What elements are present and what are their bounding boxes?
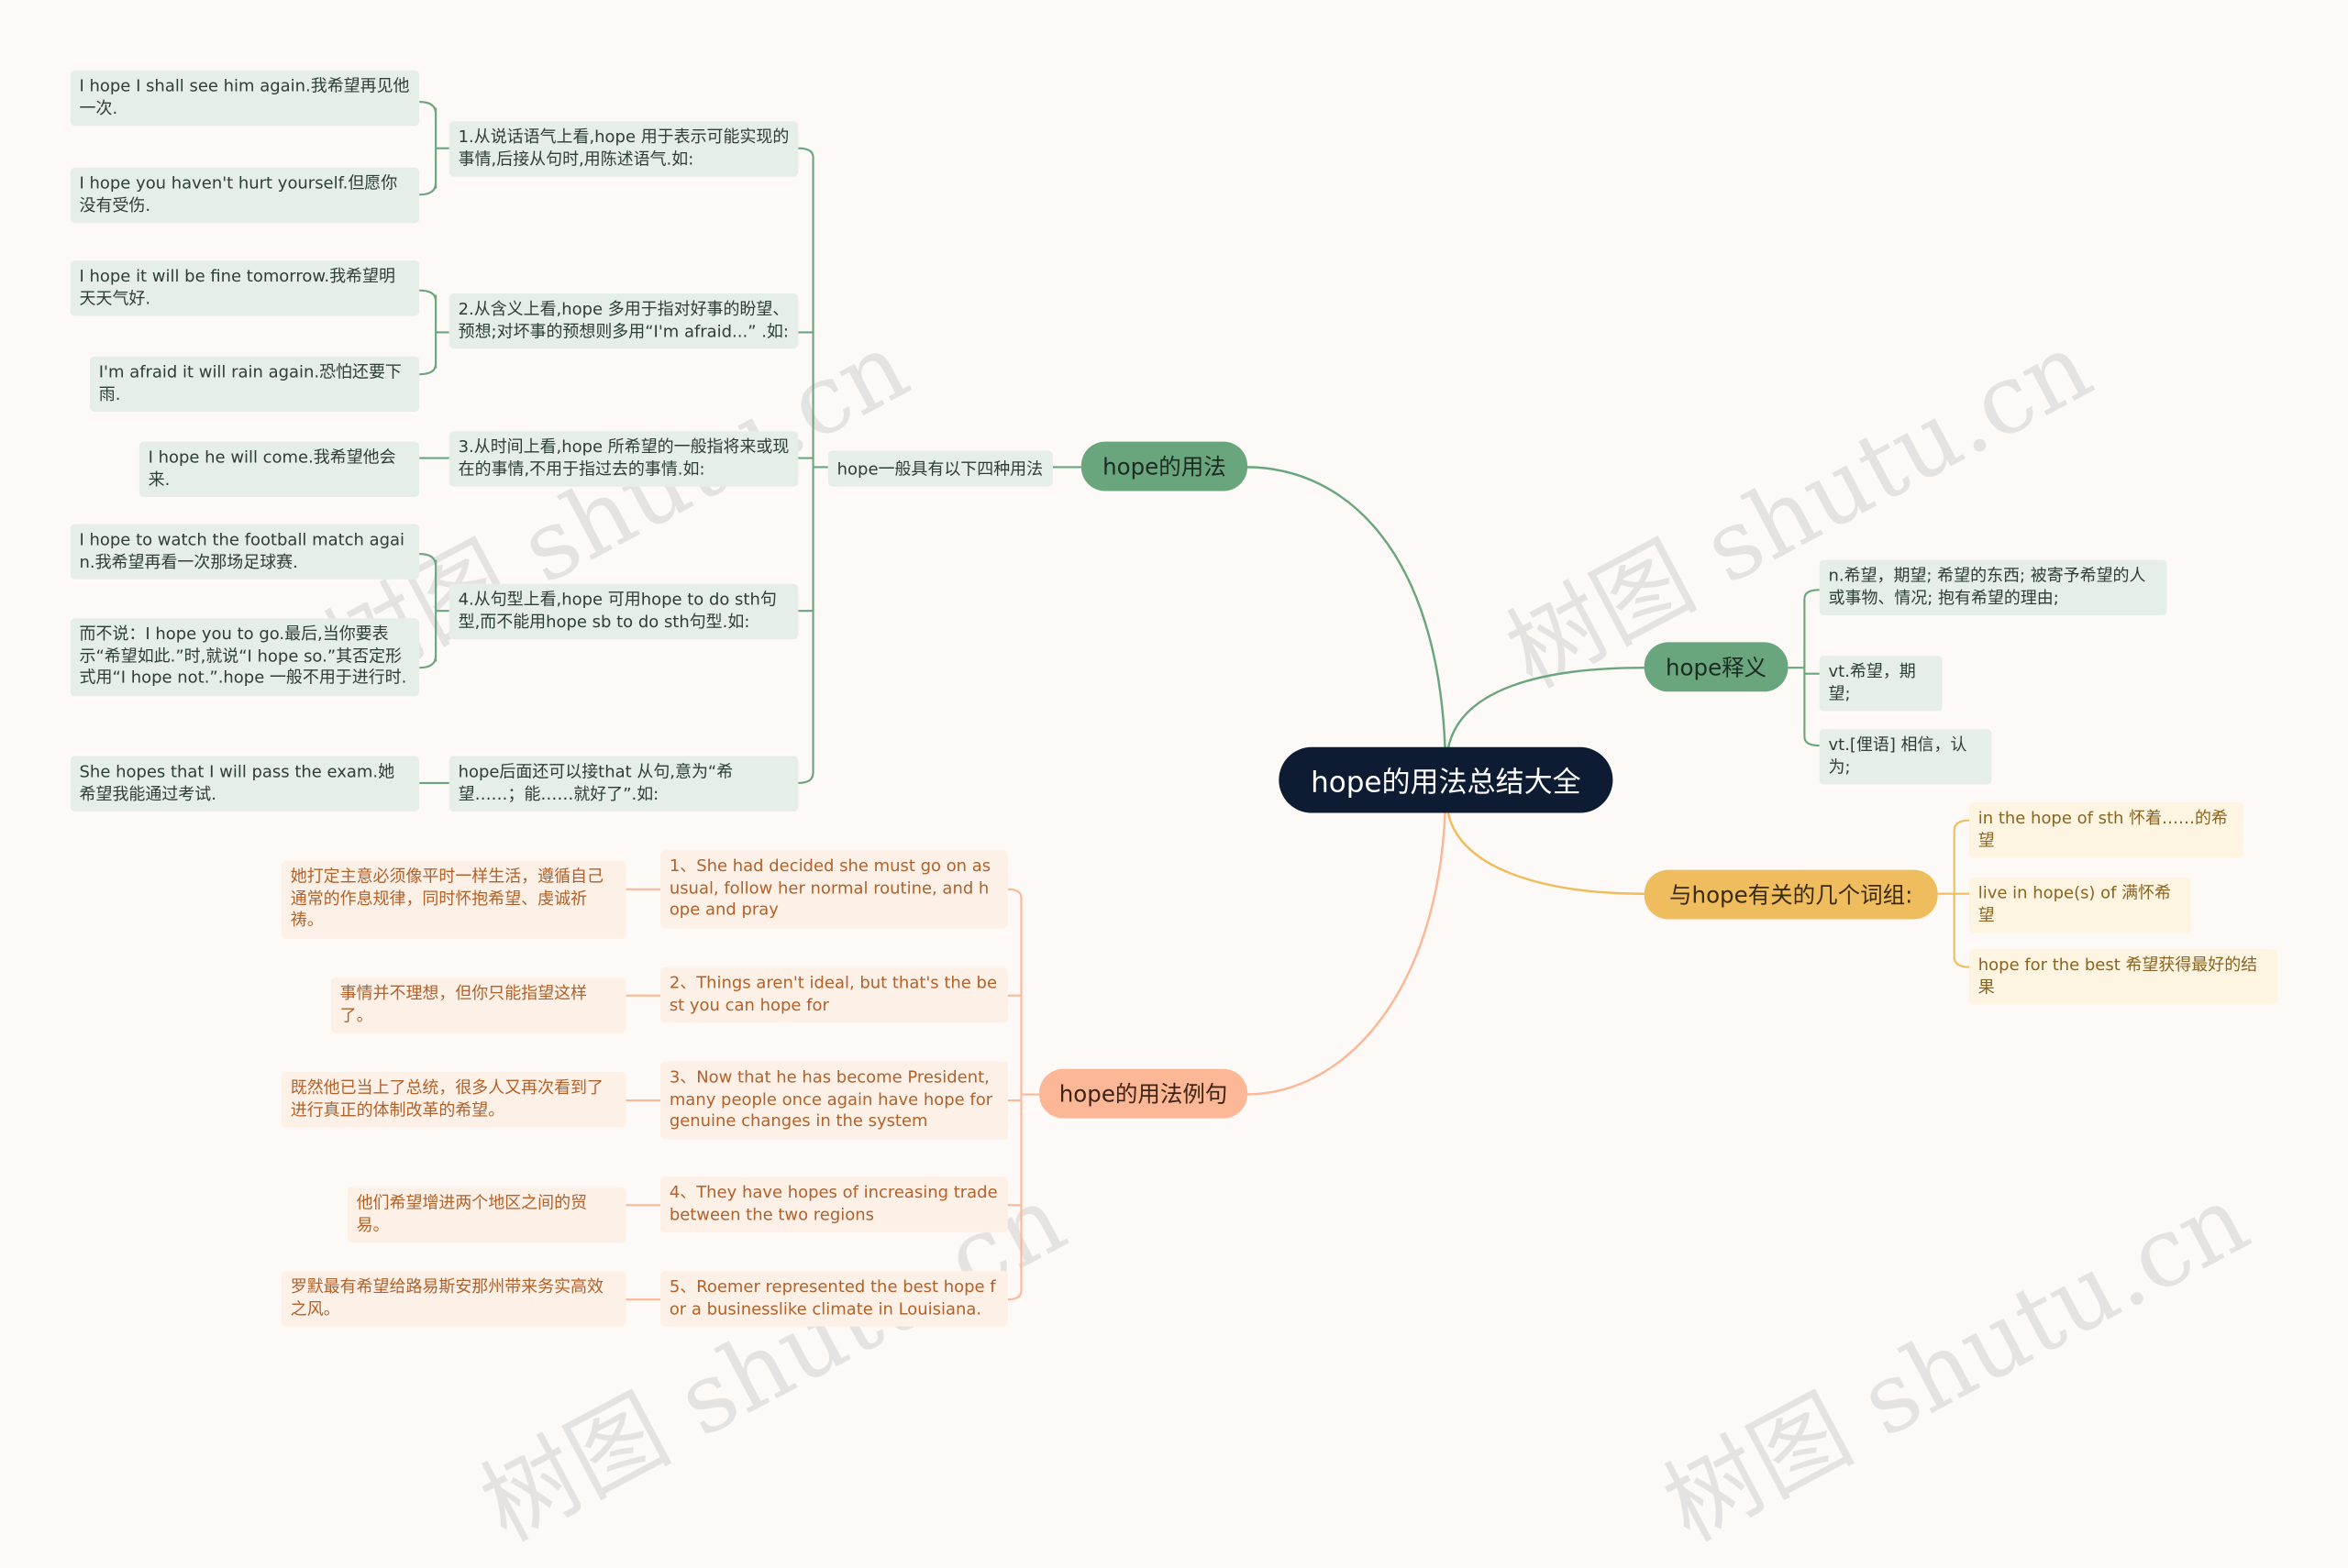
example-sentence-zh[interactable]: 罗默最有希望给路易斯安那州带来务实高效之风。 — [281, 1271, 626, 1327]
usage-item-3[interactable]: 3.从时间上看,hope 所希望的一般指将来或现在的事情,不用于指过去的事情.如… — [449, 431, 799, 487]
meaning-item[interactable]: n.希望，期望; 希望的东西; 被寄予希望的人或事物、情况; 抱有希望的理由; — [1819, 559, 2167, 616]
link-root-examples — [1246, 812, 1446, 1096]
usage-item-5[interactable]: hope后面还可以接that 从句,意为“希望……；能……就好了”.如: — [449, 756, 799, 812]
example-sentence-zh[interactable]: 事情并不理想，但你只能指望这样了。 — [330, 977, 626, 1033]
example-sentence-zh[interactable]: 他们希望增进两个地区之间的贸易。 — [347, 1187, 626, 1243]
example-sentence-en[interactable]: 1、She had decided she must go on as usua… — [660, 850, 1008, 928]
usage-example[interactable]: 而不说：I hope you to go.最后,当你要表示“希望如此.”时,就说… — [70, 618, 420, 696]
branch-meaning[interactable]: hope释义 — [1644, 642, 1789, 692]
link-root-phrases — [1446, 812, 1645, 895]
usage-example[interactable]: I hope you haven't hurt yourself.但愿你没有受伤… — [70, 167, 420, 224]
example-sentence-en[interactable]: 2、Things aren't ideal, but that's the be… — [660, 966, 1008, 1023]
example-sentence-zh[interactable]: 既然他已当上了总统，很多人又再次看到了进行真正的体制改革的希望。 — [281, 1072, 626, 1128]
usage-example[interactable]: I'm afraid it will rain again.恐怕还要下雨. — [89, 356, 420, 412]
usage-summary[interactable]: hope一般具有以下四种用法 — [827, 450, 1053, 487]
branch-usage[interactable]: hope的用法 — [1080, 441, 1248, 491]
usage-example[interactable]: I hope to watch the football match again… — [70, 524, 420, 580]
example-sentence-en[interactable]: 4、They have hopes of increasing trade be… — [660, 1176, 1008, 1232]
phrase-item[interactable]: hope for the best 希望获得最好的结果 — [1969, 949, 2278, 1005]
example-sentence-zh[interactable]: 她打定主意必须像平时一样生活，遵循自己通常的作息规律，同时怀抱希望、虔诚祈祷。 — [281, 860, 626, 938]
phrase-item[interactable]: in the hope of sth 怀着……的希望 — [1969, 802, 2243, 858]
branch-phrases[interactable]: 与hope有关的几个词组: — [1644, 869, 1938, 920]
phrase-item[interactable]: live in hope(s) of 满怀希望 — [1969, 877, 2191, 933]
example-sentence-en[interactable]: 5、Roemer represented the best hope for a… — [660, 1271, 1008, 1327]
example-sentence-en[interactable]: 3、Now that he has become President, many… — [660, 1061, 1008, 1139]
meaning-item[interactable]: vt.希望，期望; — [1819, 656, 1943, 712]
link-root-meaning — [1446, 666, 1645, 749]
usage-example[interactable]: I hope it will be fine tomorrow.我希望明天天气好… — [70, 260, 420, 316]
usage-item-1[interactable]: 1.从说话语气上看,hope 用于表示可能实现的事情,后接从句时,用陈述语气.如… — [449, 121, 799, 177]
meaning-item[interactable]: vt.[俚语] 相信，认为; — [1819, 729, 1992, 785]
usage-item-4[interactable]: 4.从句型上看,hope 可用hope to do sth句型,而不能用hope… — [449, 583, 799, 640]
usage-example[interactable]: I hope he will come.我希望他会来. — [138, 441, 420, 498]
mind-map-canvas: 树图 shutu.cn 树图 shutu.cn 树图 shutu.cn 树图 s… — [70, 70, 2278, 1563]
usage-example[interactable]: She hopes that I will pass the exam.她希望我… — [70, 756, 420, 812]
usage-example[interactable]: I hope I shall see him again.我希望再见他一次. — [70, 70, 420, 127]
link-root-usage — [1246, 466, 1446, 749]
usage-item-2[interactable]: 2.从含义上看,hope 多用于指对好事的盼望、预想;对坏事的预想则多用“I'm… — [449, 293, 799, 349]
root-node[interactable]: hope的用法总结大全 — [1279, 746, 1613, 813]
connector-lines — [419, 100, 1970, 1301]
branch-examples[interactable]: hope的用法例句 — [1039, 1068, 1248, 1119]
